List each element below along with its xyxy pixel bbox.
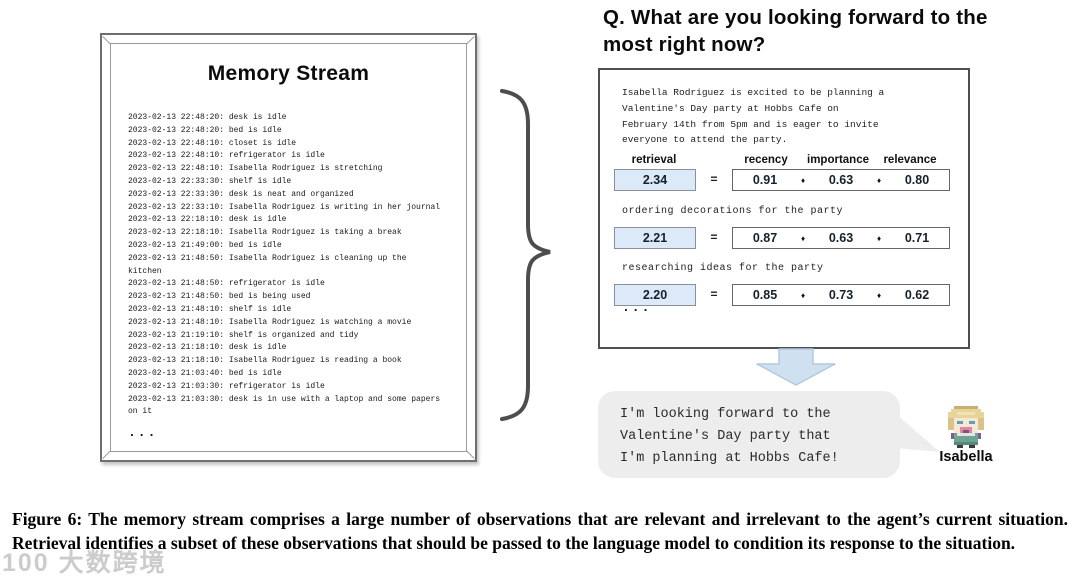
memory-entry: 2023-02-13 22:48:20: desk is idle bbox=[128, 113, 287, 122]
header-importance: importance bbox=[807, 154, 869, 166]
figure-caption: Figure 6: The memory stream comprises a … bbox=[12, 509, 1068, 553]
memory-entry: 2023-02-13 22:18:10: desk is idle bbox=[128, 215, 287, 225]
question-text: Q. What are you looking forward to the m… bbox=[603, 6, 988, 56]
equals-sign: = bbox=[710, 173, 718, 187]
header-retrieval: retrieval bbox=[631, 154, 677, 166]
score-row: 2.34 = 0.91 ♦ 0.63 ♦ 0.80 bbox=[614, 169, 950, 191]
retrieval-score: 2.20 bbox=[614, 284, 696, 306]
memory-entry: 2023-02-13 21:03:40: bed is idle bbox=[128, 368, 282, 378]
equals-sign: = bbox=[710, 231, 718, 245]
summary-line: Valentine's Day party at Hobbs Cafe on bbox=[622, 102, 839, 114]
diamond-operator-icon: ♦ bbox=[876, 233, 882, 243]
memory-entry: 2023-02-13 21:49:00: bed is idle bbox=[128, 240, 282, 250]
memory-entry: kitchen bbox=[128, 266, 162, 276]
memory-stream-panel: Memory Stream 2023-02-13 22:48:20: desk … bbox=[100, 33, 477, 462]
memory-entry: 2023-02-13 21:18:10: desk is idle bbox=[128, 343, 287, 353]
memory-entry: on it bbox=[128, 407, 153, 417]
diamond-operator-icon: ♦ bbox=[800, 175, 806, 185]
memory-entry: 2023-02-13 21:48:50: Isabella Rodriguez … bbox=[128, 253, 407, 263]
memory-entry: 2023-02-13 22:33:30: shelf is idle bbox=[128, 176, 292, 186]
relevance-value: 0.80 bbox=[904, 173, 930, 187]
score-components: 0.85 ♦ 0.73 ♦ 0.62 bbox=[732, 284, 950, 306]
summary-line: everyone to attend the party. bbox=[622, 134, 788, 146]
memory-entry: 2023-02-13 22:48:20: bed is idle bbox=[128, 125, 282, 135]
agent-summary: Isabella Rodriguez is excited to be plan… bbox=[622, 85, 884, 148]
memory-stream-frame bbox=[100, 33, 477, 462]
diamond-operator-icon: ♦ bbox=[800, 290, 806, 300]
memory-stream-title: Memory Stream bbox=[207, 62, 370, 85]
memory-entry: 2023-02-13 21:18:10: Isabella Rodriguez … bbox=[128, 356, 402, 366]
speech-bubble-tail bbox=[896, 414, 940, 452]
diamond-operator-icon: ♦ bbox=[876, 290, 882, 300]
importance-value: 0.63 bbox=[828, 231, 854, 245]
summary-line: Isabella Rodriguez is excited to be plan… bbox=[622, 87, 885, 98]
response-line: Valentine's Day party that bbox=[620, 429, 831, 444]
memory-entry: 2023-02-13 22:18:10: Isabella Rodriguez … bbox=[128, 228, 402, 238]
score-row: 2.20 = 0.85 ♦ 0.73 ♦ 0.62 bbox=[614, 284, 950, 306]
header-recency: recency bbox=[744, 154, 788, 166]
recency-value: 0.85 bbox=[752, 288, 778, 302]
retrieval-ellipsis: ... bbox=[622, 300, 652, 315]
watermark: 100 大数跨境 bbox=[2, 549, 167, 577]
curly-brace bbox=[500, 89, 551, 421]
memory-entry: 2023-02-13 21:19:10: shelf is organized … bbox=[128, 330, 359, 340]
score-components: 0.91 ♦ 0.63 ♦ 0.80 bbox=[732, 169, 950, 191]
retrieval-score: 2.21 bbox=[614, 227, 696, 249]
memory-entry: 2023-02-13 21:48:50: refrigerator is idl… bbox=[128, 279, 325, 289]
memory-entry: 2023-02-13 21:03:30: refrigerator is idl… bbox=[128, 381, 325, 391]
memory-entry: 2023-02-13 22:48:10: Isabella Rodriguez … bbox=[128, 164, 383, 174]
retrieval-panel: Isabella Rodriguez is excited to be plan… bbox=[598, 68, 970, 349]
response-line: I'm looking forward to the bbox=[620, 407, 831, 422]
equals-sign: = bbox=[710, 288, 718, 302]
memory-stream-frame-inner bbox=[110, 43, 467, 452]
diamond-operator-icon: ♦ bbox=[876, 175, 882, 185]
header-spacer bbox=[694, 154, 730, 166]
retrieval-score: 2.34 bbox=[614, 169, 696, 191]
recency-value: 0.87 bbox=[752, 231, 778, 245]
importance-value: 0.63 bbox=[828, 173, 854, 187]
frame-corner-line bbox=[466, 36, 475, 45]
memory-entry: 2023-02-13 21:48:10: shelf is idle bbox=[128, 304, 292, 314]
recency-value: 0.91 bbox=[752, 173, 778, 187]
response-line: I'm planning at Hobbs Cafe! bbox=[620, 451, 839, 466]
memory-entry: 2023-02-13 22:33:30: desk is neat and or… bbox=[128, 189, 354, 199]
relevance-value: 0.62 bbox=[904, 288, 930, 302]
memory-stream-entries: 2023-02-13 22:48:20: desk is idle 2023-02… bbox=[128, 112, 467, 419]
memory-entry: 2023-02-13 22:48:10: refrigerator is idl… bbox=[128, 151, 325, 161]
score-components: 0.87 ♦ 0.63 ♦ 0.71 bbox=[732, 227, 950, 249]
header-relevance: relevance bbox=[883, 154, 937, 166]
memory-entry: 2023-02-13 21:48:50: bed is being used bbox=[128, 292, 311, 302]
memory-entry: 2023-02-13 22:48:10: closet is idle bbox=[128, 138, 297, 148]
importance-value: 0.73 bbox=[828, 288, 854, 302]
memory-label: researching ideas for the party bbox=[622, 263, 824, 274]
down-arrow-icon bbox=[756, 348, 836, 386]
memory-entry: 2023-02-13 21:03:30: desk is in use with… bbox=[128, 394, 441, 404]
memory-label: ordering decorations for the party bbox=[622, 206, 844, 217]
memory-stream-ellipsis: ... bbox=[128, 425, 158, 440]
memory-entry: 2023-02-13 21:48:10: Isabella Rodriguez … bbox=[128, 317, 412, 327]
relevance-value: 0.71 bbox=[904, 231, 930, 245]
score-header-row: retrieval recency importance relevance bbox=[614, 154, 954, 166]
diamond-operator-icon: ♦ bbox=[800, 233, 806, 243]
memory-entry: 2023-02-13 22:33:10: Isabella Rodriguez … bbox=[128, 202, 441, 212]
summary-line: February 14th from 5pm and is eager to i… bbox=[622, 118, 879, 130]
score-row: 2.21 = 0.87 ♦ 0.63 ♦ 0.71 bbox=[614, 227, 950, 249]
isabella-avatar bbox=[948, 406, 984, 448]
frame-corner-line bbox=[466, 450, 475, 459]
agent-name-label: Isabella bbox=[939, 449, 993, 465]
